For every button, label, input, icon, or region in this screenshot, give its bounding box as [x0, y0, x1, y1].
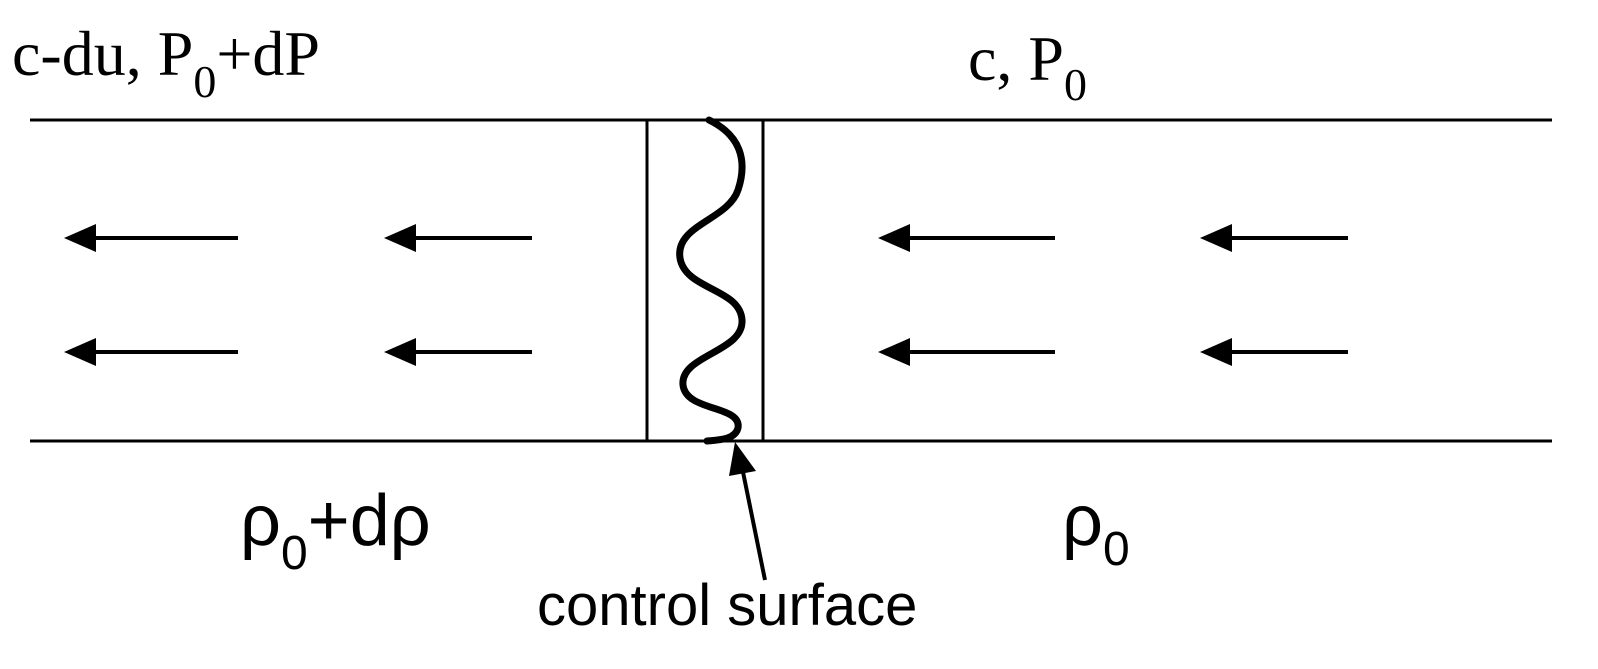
- control-surface-label: control surface: [537, 573, 917, 638]
- arrow-left-icon: [878, 224, 1055, 252]
- downstream-density-label: ρ0: [1062, 481, 1130, 576]
- arrow-left-icon: [64, 338, 238, 366]
- upstream-state-label: c-du, P0+dP: [12, 18, 320, 107]
- arrow-left-icon: [1200, 338, 1348, 366]
- upstream-density-label: ρ0+dρ: [240, 481, 431, 580]
- downstream-state-label: c, P0: [968, 23, 1087, 110]
- arrow-left-icon: [384, 224, 532, 252]
- wavy-line-icon: [676, 116, 746, 445]
- arrow-left-icon: [384, 338, 532, 366]
- arrow-left-icon: [878, 338, 1055, 366]
- arrow-left-icon: [64, 224, 238, 252]
- arrow-up-icon: [729, 442, 767, 581]
- arrow-left-icon: [1200, 224, 1348, 252]
